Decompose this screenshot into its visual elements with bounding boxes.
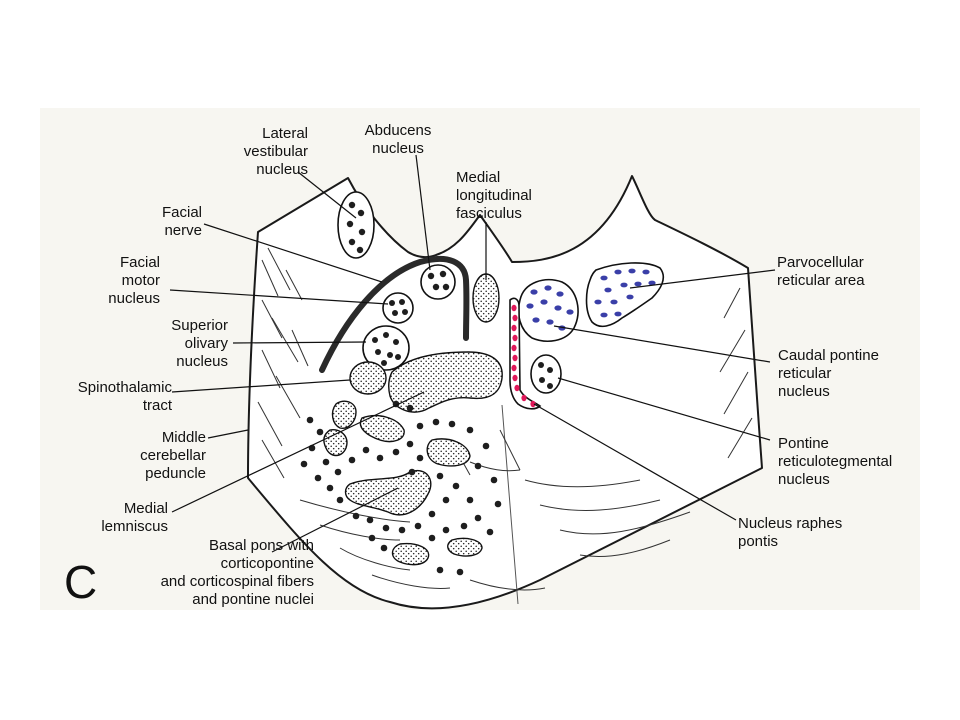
label-line: Basal pons with [209,537,314,554]
label-line: nucleus [176,353,228,370]
facial-nerve-shape [319,255,470,373]
label-line: corticopontine [221,555,314,572]
facial-motor-nucleus-shape [382,292,414,324]
label-line: cerebellar [140,447,206,464]
label-superior-olivary-nucleus: Superior olivary nucleus [171,317,228,370]
label-line: Pontine [778,435,829,452]
medial-lemniscus-shape [387,351,503,413]
peduncle-fibers [257,247,753,591]
label-line: Nucleus raphes [738,515,842,532]
label-nucleus-raphes-pontis: Nucleus raphes pontis [738,515,842,550]
label-line: Abducens [365,122,432,139]
label-caudal-pontine-reticular-nucleus: Caudal pontine reticular nucleus [778,347,879,400]
label-line: nucleus [778,383,830,400]
panel-letter: C [64,556,97,608]
label-line: and corticospinal fibers [161,573,314,590]
label-parvocellular-reticular-area: Parvocellular reticular area [777,254,865,289]
label-lateral-vestibular-nucleus: Lateral vestibular nucleus [244,125,308,178]
medial-longitudinal-fasciculus-shape [472,273,500,323]
label-line: Caudal pontine [778,347,879,364]
leader-lines [169,154,776,553]
superior-olivary-nucleus-shape [362,325,410,371]
label-line: Parvocellular [777,254,864,271]
label-line: olivary [185,335,229,352]
label-line: pontis [738,533,778,550]
label-line: Lateral [262,125,308,142]
label-line: vestibular [244,143,308,160]
caudal-pontine-reticular-nucleus-shape [517,278,579,342]
label-line: nucleus [778,471,830,488]
parvocellular-reticular-area-shape [585,262,665,328]
lateral-vestibular-nucleus-shape [337,191,375,259]
label-line: Superior [171,317,228,334]
label-line: tract [143,397,173,414]
label-abducens-nucleus: Abducens nucleus [365,122,432,157]
label-basal-pons: Basal pons with corticopontine and corti… [161,537,314,608]
label-medial-longitudinal-fasciculus: Medial longitudinal fasciculus [456,169,532,222]
label-line: Medial [456,169,500,186]
label-line: reticular [778,365,831,382]
label-line: Medial [124,500,168,517]
label-line: nucleus [108,290,160,307]
label-line: Spinothalamic [78,379,173,396]
label-middle-cerebellar-peduncle: Middle cerebellar peduncle [140,429,206,482]
label-line: reticular area [777,272,865,289]
label-line: Facial [162,204,202,221]
label-pontine-reticulotegmental-nucleus: Pontine reticulotegmental nucleus [778,435,892,488]
label-medial-lemniscus: Medial lemniscus [101,500,168,535]
midline [501,404,519,605]
label-line: peduncle [145,465,206,482]
label-line: nucleus [256,161,308,178]
label-line: longitudinal [456,187,532,204]
label-facial-motor-nucleus: Facial motor nucleus [108,254,160,307]
label-line: Facial [120,254,160,271]
pontine-reticulotegmental-nucleus-shape [530,354,562,394]
label-line: and pontine nuclei [192,591,314,608]
label-line: nucleus [372,140,424,157]
label-line: nerve [164,222,202,239]
label-line: Middle [162,429,206,446]
label-line: lemniscus [101,518,168,535]
label-spinothalamic-tract: Spinothalamic tract [78,379,173,414]
spinothalamic-tract-shape [349,361,387,395]
label-line: motor [122,272,160,289]
nucleus-raphes-pontis-shape [509,297,542,410]
label-line: reticulotegmental [778,453,892,470]
label-facial-nerve: Facial nerve [162,204,202,239]
abducens-nucleus-shape [420,264,456,300]
label-line: fasciculus [456,205,522,222]
